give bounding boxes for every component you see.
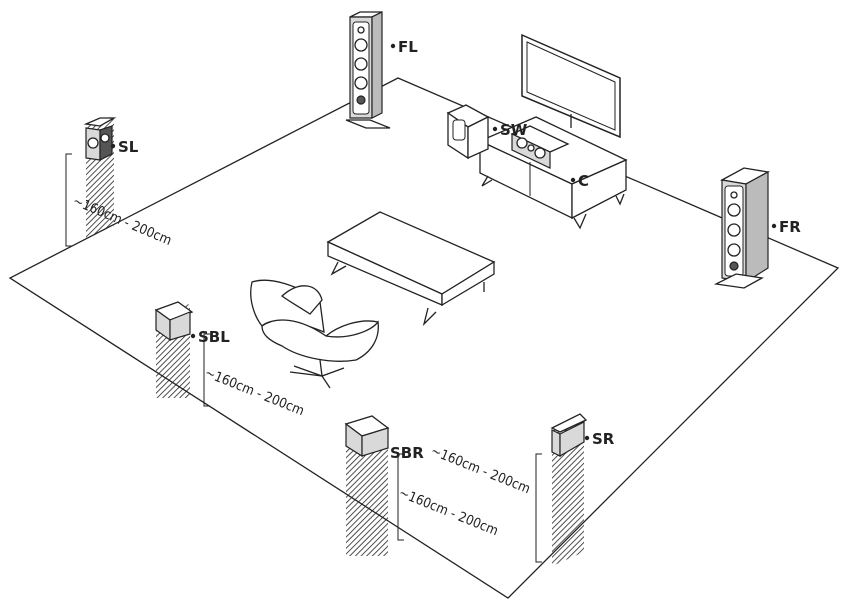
surround-back-right-speaker (344, 415, 390, 556)
subwoofer (446, 104, 490, 160)
room-floor (8, 77, 840, 599)
height-lines (65, 153, 542, 563)
height-range-sbr: ~160cm - 200cm (397, 485, 501, 539)
center-speaker (510, 125, 570, 169)
label-c: C (578, 172, 589, 190)
label-sbl: SBL (198, 328, 230, 346)
tv (521, 33, 621, 139)
surround-back-left-speaker (154, 301, 194, 398)
side-left-speaker (83, 116, 117, 238)
label-fr: FR (779, 218, 801, 236)
front-right-speaker (713, 167, 770, 289)
coffee-table (326, 211, 496, 327)
label-bullets (110, 43, 777, 441)
lounge-chair (250, 279, 379, 389)
side-right-speaker (550, 413, 588, 566)
height-range-sr: ~160cm - 200cm (429, 443, 533, 497)
front-left-speaker (345, 11, 391, 129)
label-sr: SR (592, 430, 615, 448)
label-sw: SW (500, 121, 528, 139)
label-sbr: SBR (390, 444, 424, 462)
label-fl: FL (398, 38, 418, 56)
label-sl: SL (118, 138, 139, 156)
